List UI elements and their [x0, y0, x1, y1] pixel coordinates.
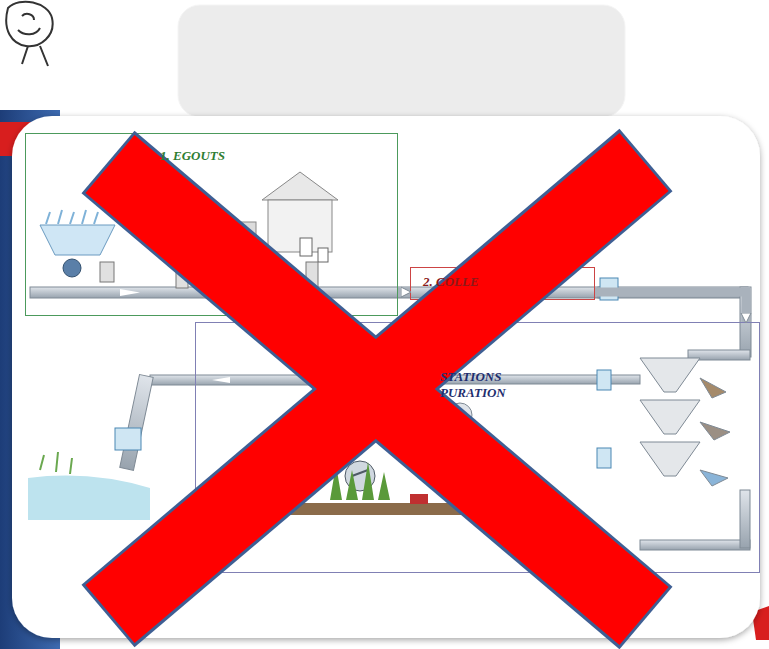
- stage-box: 1. EGOUTS: [25, 133, 398, 316]
- return-pipe: [740, 490, 750, 548]
- outlet-pipe: [150, 375, 310, 385]
- street-gully: [40, 210, 115, 282]
- cross-bar: [110, 162, 644, 614]
- outlet-pipe: [120, 375, 153, 471]
- stage-box: STATIONS PURATION: [195, 322, 760, 573]
- return-pipe: [640, 540, 750, 550]
- river: [28, 452, 150, 520]
- stage-box: 2. COLLE: [410, 267, 595, 300]
- main-pipe: [30, 287, 600, 298]
- title-panel: [178, 5, 625, 117]
- pipe-connector: [595, 292, 746, 322]
- collector-pipe: [598, 287, 748, 298]
- pipe-connector: [398, 288, 410, 297]
- settling-tank: [640, 358, 730, 486]
- house: [176, 172, 338, 288]
- cross-outline: [108, 162, 646, 618]
- stage-label: STATIONS PURATION: [440, 369, 522, 401]
- control-icon: [115, 278, 618, 468]
- content-card: [12, 116, 760, 638]
- stage-label: 2. COLLE: [423, 274, 583, 290]
- cartoon-character: [22, 46, 48, 66]
- cross-outline: [108, 160, 646, 616]
- cross-bar: [110, 164, 644, 616]
- sludge-spreading: [270, 448, 478, 515]
- stage-label: 1. EGOUTS: [160, 148, 280, 164]
- flow-arrow: [120, 289, 540, 383]
- cartoon-character: [6, 2, 52, 47]
